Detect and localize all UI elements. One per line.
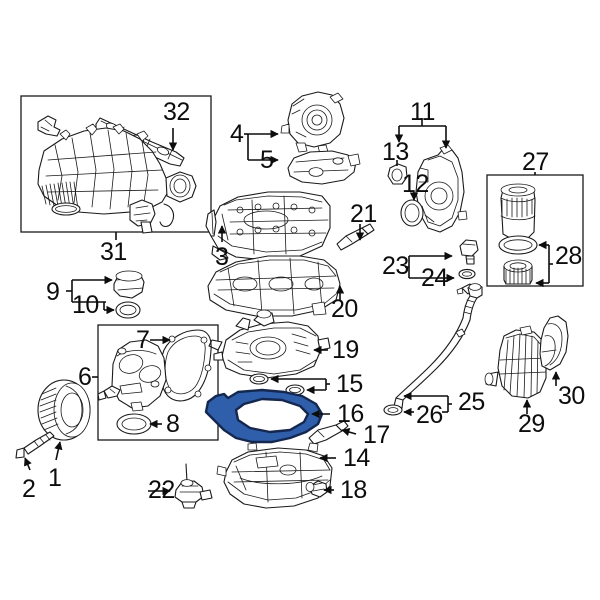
callout-22[interactable]: 22 <box>148 476 175 504</box>
part-oil-filter-element <box>503 259 533 285</box>
callout-13[interactable]: 13 <box>382 138 409 166</box>
part-dipstick-tube-seal <box>383 404 403 416</box>
part-oil-filler-cap-seal <box>115 301 141 319</box>
part-crankshaft-pulley <box>37 379 91 441</box>
callout-20[interactable]: 20 <box>331 295 358 323</box>
callout-24[interactable]: 24 <box>421 264 448 292</box>
callout-5[interactable]: 5 <box>260 146 274 174</box>
part-intake-manifold <box>37 115 197 234</box>
callout-10[interactable]: 10 <box>72 291 99 319</box>
callout-2[interactable]: 2 <box>22 475 36 503</box>
leader-lines <box>24 118 561 496</box>
callout-28[interactable]: 28 <box>555 242 582 270</box>
part-oil-filter-oring <box>498 235 538 255</box>
part-crankshaft-seal <box>116 413 152 435</box>
callout-15[interactable]: 15 <box>336 370 363 398</box>
part-camshaft-adjuster-cover <box>287 150 361 185</box>
callout-16[interactable]: 16 <box>337 400 364 428</box>
part-oil-cooler <box>484 325 547 399</box>
callout-3[interactable]: 3 <box>215 243 229 271</box>
part-timing-cover-assembly <box>415 144 468 233</box>
part-lower-crankcase <box>207 255 341 317</box>
callout-21[interactable]: 21 <box>350 200 377 228</box>
callout-31[interactable]: 31 <box>100 238 127 266</box>
part-oil-pump <box>208 309 331 379</box>
callout-25[interactable]: 25 <box>458 388 485 416</box>
part-camshaft-adjuster <box>280 91 345 155</box>
callout-4[interactable]: 4 <box>230 120 244 148</box>
callout-14[interactable]: 14 <box>343 444 370 472</box>
callout-27[interactable]: 27 <box>522 148 549 176</box>
part-oil-pressure-switch <box>459 239 479 265</box>
part-oil-filter-housing <box>500 183 536 240</box>
callout-1[interactable]: 1 <box>48 464 62 492</box>
callout-7[interactable]: 7 <box>136 326 150 354</box>
part-camshaft-seal-12 <box>400 199 424 227</box>
callout-6[interactable]: 6 <box>78 363 92 391</box>
callout-17[interactable]: 17 <box>363 421 390 449</box>
part-oil-filler-cap <box>113 270 145 299</box>
callout-18[interactable]: 18 <box>340 476 367 504</box>
part-oil-pan <box>216 442 333 509</box>
callout-8[interactable]: 8 <box>166 410 180 438</box>
part-valve-cover <box>205 191 331 261</box>
part-oil-level-sensor <box>174 463 213 509</box>
part-oil-pressure-switch-seal <box>458 268 476 280</box>
callout-29[interactable]: 29 <box>518 410 545 438</box>
callout-9[interactable]: 9 <box>46 278 60 306</box>
group-box-timing-cover <box>97 324 219 441</box>
part-pulley-bolt <box>15 431 55 459</box>
part-oil-cooler-bracket <box>539 315 569 371</box>
callout-11[interactable]: 11 <box>410 98 435 126</box>
callout-19[interactable]: 19 <box>332 336 359 364</box>
part-crankshaft-front-seal-13 <box>387 163 408 185</box>
callout-32[interactable]: 32 <box>163 98 190 126</box>
highlighted-oil-pan-gasket <box>204 388 324 444</box>
part-timing-cover <box>97 339 167 412</box>
callout-23[interactable]: 23 <box>382 252 409 280</box>
callout-12[interactable]: 12 <box>402 170 429 198</box>
callout-26[interactable]: 26 <box>416 401 443 429</box>
callout-30[interactable]: 30 <box>558 382 585 410</box>
